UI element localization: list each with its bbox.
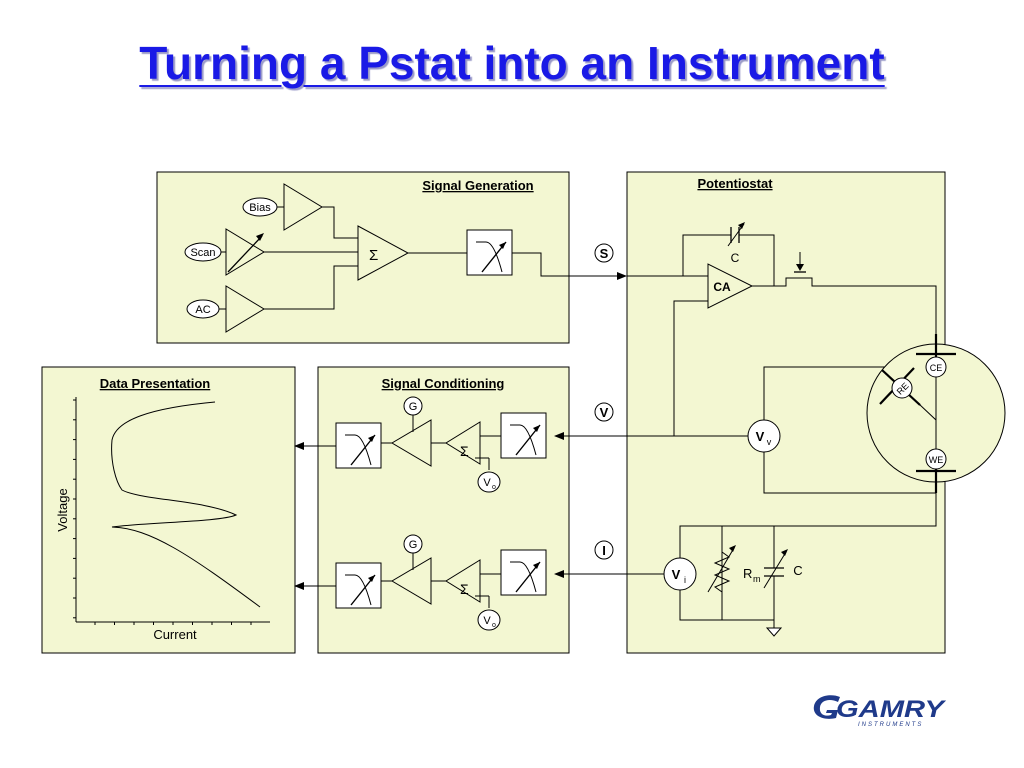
signal-generation-filter <box>466 229 513 276</box>
signal-conditioning-title: Signal Conditioning <box>382 376 505 391</box>
v-channel-gain-amplifier <box>391 419 432 467</box>
i-channel-offset-source <box>477 609 501 631</box>
i-channel-gain-source <box>403 534 423 554</box>
v-channel-gain-source <box>403 396 423 416</box>
ce-label: CE <box>930 363 943 373</box>
i-channel-gain-label: G <box>409 539 418 551</box>
data-presentation-panel <box>41 366 296 654</box>
ac-label: AC <box>195 304 210 316</box>
logo-brand: GAMRY <box>836 696 946 723</box>
x-axis-ticks <box>94 622 252 625</box>
v-node-label: V <box>600 405 609 420</box>
ac-source <box>186 299 220 319</box>
slide-title: Turning a Pstat into an Instrument <box>139 37 885 89</box>
v-node <box>594 402 614 422</box>
v-channel-vo-main: V <box>483 477 491 489</box>
scan-source <box>184 242 222 262</box>
control-amplifier <box>707 263 754 309</box>
ce-electrode <box>925 356 947 378</box>
parallel-capacitor-label: C <box>793 563 802 578</box>
s-node-label: S <box>600 246 609 261</box>
summing-amplifier <box>357 225 410 281</box>
v-channel-sum-symbol: Σ <box>460 443 469 459</box>
bias-source <box>242 197 278 217</box>
feedback-capacitor-label: C <box>731 251 740 265</box>
bias-label: Bias <box>249 202 271 214</box>
i-channel-offset-summer <box>445 559 481 603</box>
rm-sub: m <box>753 574 761 584</box>
we-electrode <box>925 448 947 470</box>
data-presentation-title: Data Presentation <box>100 376 211 391</box>
s-node <box>594 243 614 263</box>
signal-generation-title: Signal Generation <box>422 178 533 193</box>
i-channel-vo-sub: o <box>492 622 496 629</box>
vv-sub: v <box>767 437 772 447</box>
i-channel-sum-symbol: Σ <box>460 581 469 597</box>
y-axis-label: Voltage <box>55 488 70 531</box>
bias-amplifier <box>283 183 323 231</box>
v-channel-output-filter <box>335 422 382 469</box>
y-axis-ticks <box>73 399 76 619</box>
v-channel-vo-sub: o <box>492 484 496 491</box>
v-channel-input-filter <box>500 412 547 459</box>
v-channel-offset-source <box>477 471 501 493</box>
i-channel-input-filter <box>500 549 547 596</box>
i-node <box>594 540 614 560</box>
vv-voltmeter <box>747 419 781 453</box>
vv-main: V <box>756 429 765 444</box>
ac-amplifier <box>225 285 265 333</box>
ca-label: CA <box>713 280 731 294</box>
sum-symbol: Σ <box>369 247 378 264</box>
voltammogram-curve <box>111 401 261 608</box>
rm-main: R <box>743 566 752 581</box>
i-channel-vo-main: V <box>483 615 491 627</box>
re-electrode <box>891 377 913 399</box>
vi-main: V <box>672 567 681 582</box>
v-channel-gain-label: G <box>409 401 418 413</box>
we-label: WE <box>929 455 944 465</box>
x-axis-label: Current <box>153 627 197 642</box>
voltage-current-plot: Current Voltage <box>55 397 270 642</box>
logo-sub: INSTRUMENTS <box>858 722 923 728</box>
signal-conditioning-panel <box>317 366 570 654</box>
rm-resistor <box>713 551 731 593</box>
vi-sub: i <box>684 575 686 585</box>
scan-label: Scan <box>190 247 215 259</box>
v-channel-offset-summer <box>445 421 481 465</box>
i-channel-gain-amplifier <box>391 557 432 605</box>
gamry-logo: GAMRY INSTRUMENTS <box>813 695 946 728</box>
vi-voltmeter <box>663 557 697 591</box>
potentiostat-title: Potentiostat <box>697 176 773 191</box>
i-channel-output-filter <box>335 562 382 609</box>
i-node-label: I <box>602 543 606 558</box>
